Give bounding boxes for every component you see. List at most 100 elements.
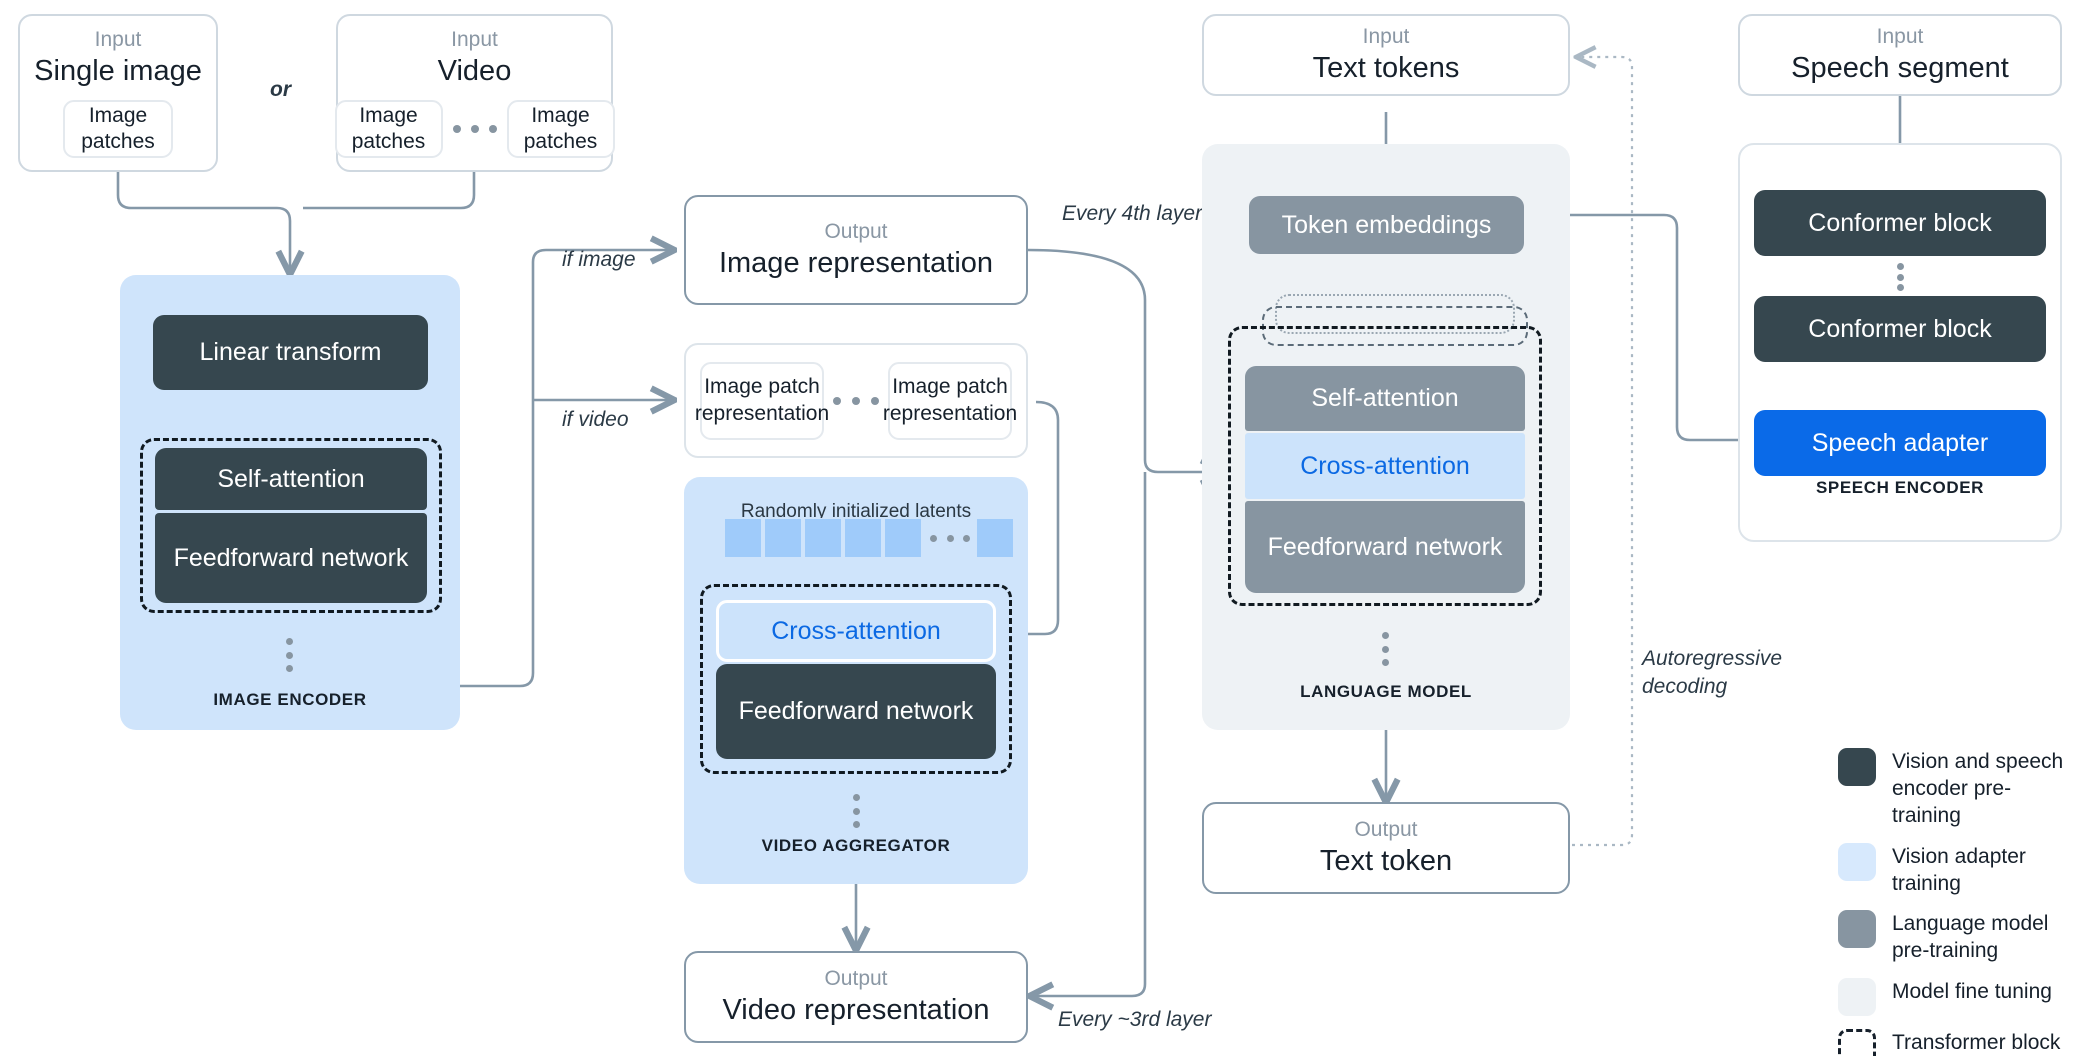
single-image-patch-box: Image patches — [63, 100, 173, 159]
legend-label-transformer-block: Transformer block — [1892, 1031, 2061, 1055]
input-video-box: Input Video Image patches Image patches — [334, 14, 615, 172]
image-encoder-label: IMAGE ENCODER — [213, 690, 367, 709]
legend-label-vision-adapter: Vision adapter training — [1892, 844, 2026, 895]
video-aggregator-feedforward-label: Feedforward network — [738, 697, 974, 726]
every-4th-layer-label: Every 4th layer — [1062, 202, 1203, 225]
lm-cross-attention-label: Cross-attention — [1300, 451, 1470, 480]
speech-encoder-ellipsis-icon — [1897, 263, 1904, 291]
output-image-representation-title: Image representation — [718, 246, 994, 279]
latent-square-1 — [724, 518, 762, 558]
image-patch-representation-right-label: Image patch representation — [882, 375, 1018, 425]
or-label: or — [270, 78, 291, 101]
output-text-token-box: Output Text token — [1202, 802, 1570, 894]
if-video-label: if video — [562, 408, 629, 431]
input-speech-segment-box: Input Speech segment — [1738, 14, 2062, 96]
conformer-block-bottom-label: Conformer block — [1808, 314, 1992, 343]
output-video-representation-title: Video representation — [722, 993, 990, 1026]
single-image-patch-label: Image patches — [81, 104, 155, 154]
image-patch-representation-left-label: Image patch representation — [694, 375, 830, 425]
input-speech-segment-caption: Input — [1876, 24, 1924, 48]
legend-swatch-fine-tuning-icon — [1838, 978, 1876, 1017]
input-video-title: Video — [437, 54, 512, 87]
input-text-tokens-title: Text tokens — [1312, 51, 1460, 84]
output-video-representation-box: Output Video representation — [684, 951, 1028, 1043]
linear-transform-block: Linear transform — [153, 315, 428, 390]
video-patch-ellipsis-icon — [443, 125, 507, 134]
video-patch-left-label: Image patches — [351, 104, 426, 154]
latent-square-2 — [764, 518, 802, 558]
image-encoder-feedforward-label: Feedforward network — [173, 543, 409, 572]
lm-feedforward-label: Feedforward network — [1267, 532, 1503, 561]
legend-item-model-fine-tuning: Model fine tuning — [1838, 978, 2068, 1017]
image-patch-representation-container: Image patch representation Image patch r… — [684, 343, 1028, 458]
legend-swatch-grey-icon — [1838, 910, 1876, 949]
latent-square-3 — [804, 518, 842, 558]
output-video-representation-caption: Output — [824, 966, 888, 990]
video-aggregator-cross-attention-block: Cross-attention — [716, 600, 996, 662]
video-aggregator-ellipsis-icon — [853, 794, 860, 828]
autoregressive-decoding-line2: decoding — [1642, 675, 1728, 699]
randomly-initialized-latents-caption: Randomly initialized latents — [740, 501, 972, 522]
image-encoder-transformer-block — [140, 438, 442, 613]
legend-swatch-vision-icon — [1838, 842, 1876, 881]
image-encoder-ellipsis-icon — [286, 638, 293, 672]
language-model-ellipsis-icon — [1382, 632, 1389, 666]
lm-transformer-block — [1228, 326, 1542, 606]
legend-swatch-dark-icon — [1838, 748, 1876, 786]
legend-label-encoder-pretraining: Vision and speech encoder pre-training — [1892, 750, 2064, 827]
video-patch-box-left: Image patches — [334, 100, 443, 159]
conformer-block-bottom: Conformer block — [1754, 296, 2046, 362]
legend: Vision and speech encoder pre-training V… — [1838, 748, 2068, 1056]
legend-label-model-fine-tuning: Model fine tuning — [1892, 980, 2052, 1004]
speech-encoder-label: SPEECH ENCODER — [1815, 478, 1985, 497]
speech-adapter-label: Speech adapter — [1811, 428, 1989, 457]
lm-cross-attention-block: Cross-attention — [1245, 433, 1525, 499]
legend-swatch-dashed-icon — [1838, 1029, 1876, 1056]
video-aggregator-feedforward-block: Feedforward network — [716, 664, 996, 759]
video-patch-right-label: Image patches — [523, 104, 598, 154]
legend-item-transformer-block: Transformer block — [1838, 1029, 2068, 1056]
output-image-representation-caption: Output — [824, 219, 888, 243]
input-single-image-caption: Input — [94, 27, 142, 51]
lm-self-attention-label: Self-attention — [1311, 384, 1459, 413]
video-patch-box-right: Image patches — [506, 100, 615, 159]
speech-adapter-block: Speech adapter — [1754, 410, 2046, 476]
image-encoder-self-attention-block: Self-attention — [155, 448, 427, 510]
linear-transform-label: Linear transform — [199, 338, 382, 367]
every-3rd-layer-label: Every ~3rd layer — [1058, 1008, 1212, 1031]
latent-square-6 — [976, 518, 1014, 558]
legend-item-vision-adapter: Vision adapter training — [1838, 842, 2068, 898]
input-single-image-box: Input Single image Image patches — [18, 14, 218, 172]
latents-ellipsis-icon — [930, 534, 970, 542]
latent-square-5 — [884, 518, 922, 558]
legend-item-encoder-pretraining: Vision and speech encoder pre-training — [1838, 748, 2068, 830]
input-speech-segment-title: Speech segment — [1791, 51, 2009, 84]
legend-item-language-model-pretraining: Language model pre-training — [1838, 910, 2068, 965]
input-video-caption: Input — [451, 27, 498, 51]
image-patch-representation-right: Image patch representation — [883, 361, 1017, 440]
latent-square-4 — [844, 518, 882, 558]
language-model-label: LANGUAGE MODEL — [1300, 682, 1472, 701]
input-single-image-title: Single image — [34, 54, 202, 87]
image-encoder-feedforward-block: Feedforward network — [155, 513, 427, 603]
video-aggregator-transformer-block — [700, 584, 1012, 774]
image-patch-representation-ellipsis-icon — [824, 396, 888, 405]
conformer-block-top: Conformer block — [1754, 190, 2046, 256]
legend-label-language-model-pretraining: Language model pre-training — [1892, 912, 2049, 963]
input-text-tokens-box: Input Text tokens — [1202, 14, 1570, 96]
video-aggregator-cross-attention-label: Cross-attention — [771, 616, 941, 645]
image-encoder-self-attention-label: Self-attention — [217, 464, 365, 493]
video-aggregator-label: VIDEO AGGREGATOR — [761, 836, 951, 855]
autoregressive-decoding-label: Autoregressive decoding — [1642, 645, 1782, 702]
token-embeddings-block: Token embeddings — [1249, 196, 1524, 254]
input-text-tokens-caption: Input — [1362, 24, 1410, 48]
if-image-label: if image — [562, 248, 636, 271]
lm-self-attention-block: Self-attention — [1245, 366, 1525, 431]
autoregressive-decoding-line1: Autoregressive — [1642, 647, 1783, 670]
image-patch-representation-left: Image patch representation — [695, 361, 829, 440]
lm-feedforward-block: Feedforward network — [1245, 501, 1525, 593]
output-text-token-caption: Output — [1354, 817, 1418, 841]
output-image-representation-box: Output Image representation — [684, 195, 1028, 305]
output-text-token-title: Text token — [1319, 844, 1453, 877]
